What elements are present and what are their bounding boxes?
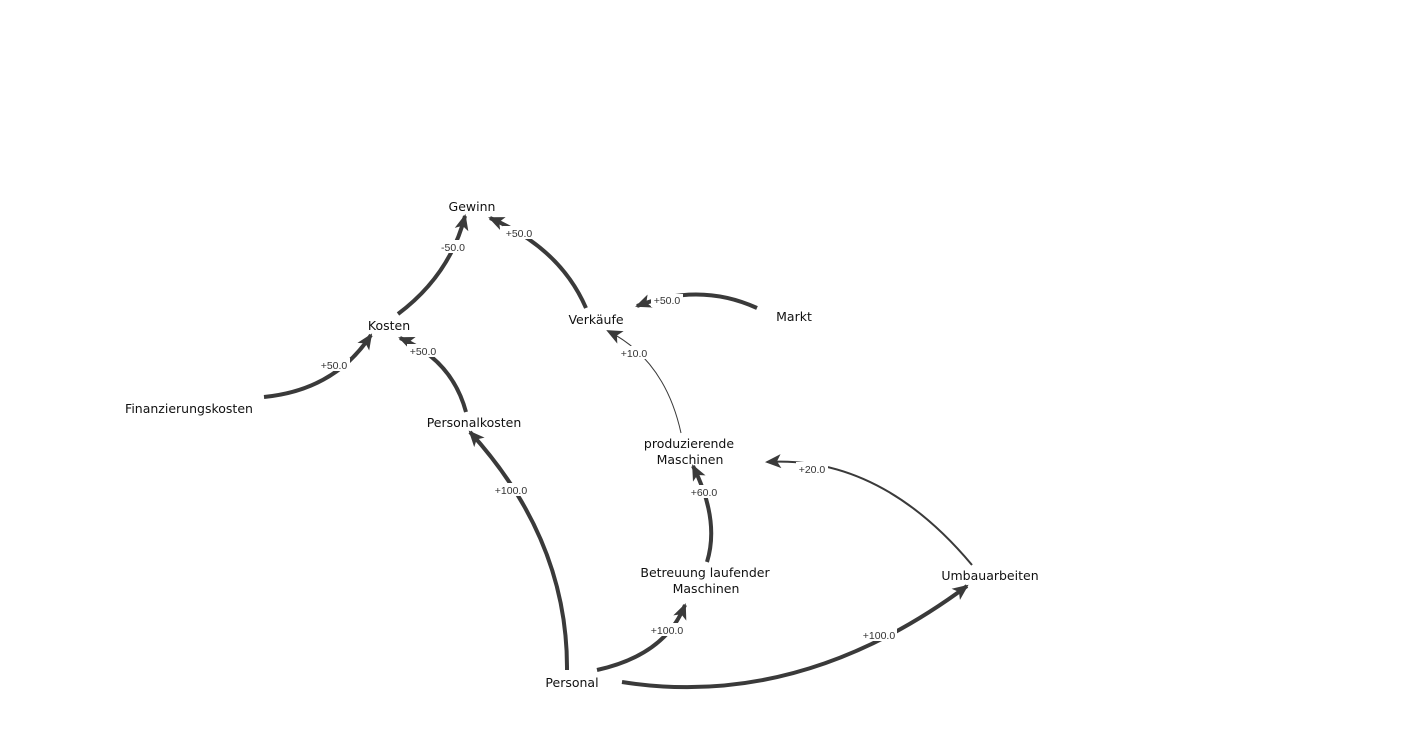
edge-personal-personalkosten[interactable]: +100.0 <box>468 430 570 671</box>
node-label-line: Maschinen <box>673 581 740 596</box>
node-verkaeufe[interactable]: Verkäufe <box>568 312 623 327</box>
edge-kosten-gewinn[interactable]: -50.0 <box>396 214 469 316</box>
edge-weight-label: +50.0 <box>410 346 437 358</box>
edge-weight-label: +20.0 <box>799 464 826 476</box>
edge-personal-betreuung[interactable]: +100.0 <box>596 603 687 672</box>
edge-finanzierungskosten-kosten[interactable]: +50.0 <box>263 333 373 399</box>
edge-weight-label: +100.0 <box>863 630 896 642</box>
edge-weight-label: +100.0 <box>495 485 528 497</box>
edge-weight-label: +50.0 <box>506 228 533 240</box>
edge-weight-label: -50.0 <box>441 242 465 254</box>
edge-verkaeufe-gewinn[interactable]: +50.0 <box>488 216 588 309</box>
edge-maschinen-verkaeufe[interactable]: +10.0 <box>606 330 682 434</box>
node-umbauarbeiten[interactable]: Umbauarbeiten <box>941 568 1038 583</box>
edge-personalkosten-kosten[interactable]: +50.0 <box>398 336 468 413</box>
node-personal[interactable]: Personal <box>545 675 598 690</box>
edge-markt-verkaeufe[interactable]: +50.0 <box>635 292 758 310</box>
edge-weight-label: +50.0 <box>321 360 348 372</box>
node-produzierende-maschinen[interactable]: produzierende Maschinen <box>644 436 734 467</box>
node-finanzierungskosten[interactable]: Finanzierungskosten <box>125 401 253 416</box>
edge-weight-label: +50.0 <box>654 295 681 307</box>
node-label-line: Betreuung laufender <box>640 565 770 580</box>
node-kosten[interactable]: Kosten <box>368 318 410 333</box>
node-gewinn[interactable]: Gewinn <box>449 199 496 214</box>
node-label-line: produzierende <box>644 436 734 451</box>
edge-weight-label: +10.0 <box>621 348 648 360</box>
node-personalkosten[interactable]: Personalkosten <box>427 415 522 430</box>
edge-betreuung-maschinen[interactable]: +60.0 <box>688 464 720 563</box>
node-betreuung-laufender-maschinen[interactable]: Betreuung laufender Maschinen <box>640 565 770 596</box>
edge-personal-umbauarbeiten[interactable]: +100.0 <box>621 584 969 690</box>
node-label-line: Maschinen <box>657 452 724 467</box>
edge-weight-label: +100.0 <box>651 625 684 637</box>
edge-umbauarbeiten-maschinen[interactable]: +20.0 <box>765 454 973 566</box>
node-markt[interactable]: Markt <box>776 309 812 324</box>
edge-weight-label: +60.0 <box>691 487 718 499</box>
